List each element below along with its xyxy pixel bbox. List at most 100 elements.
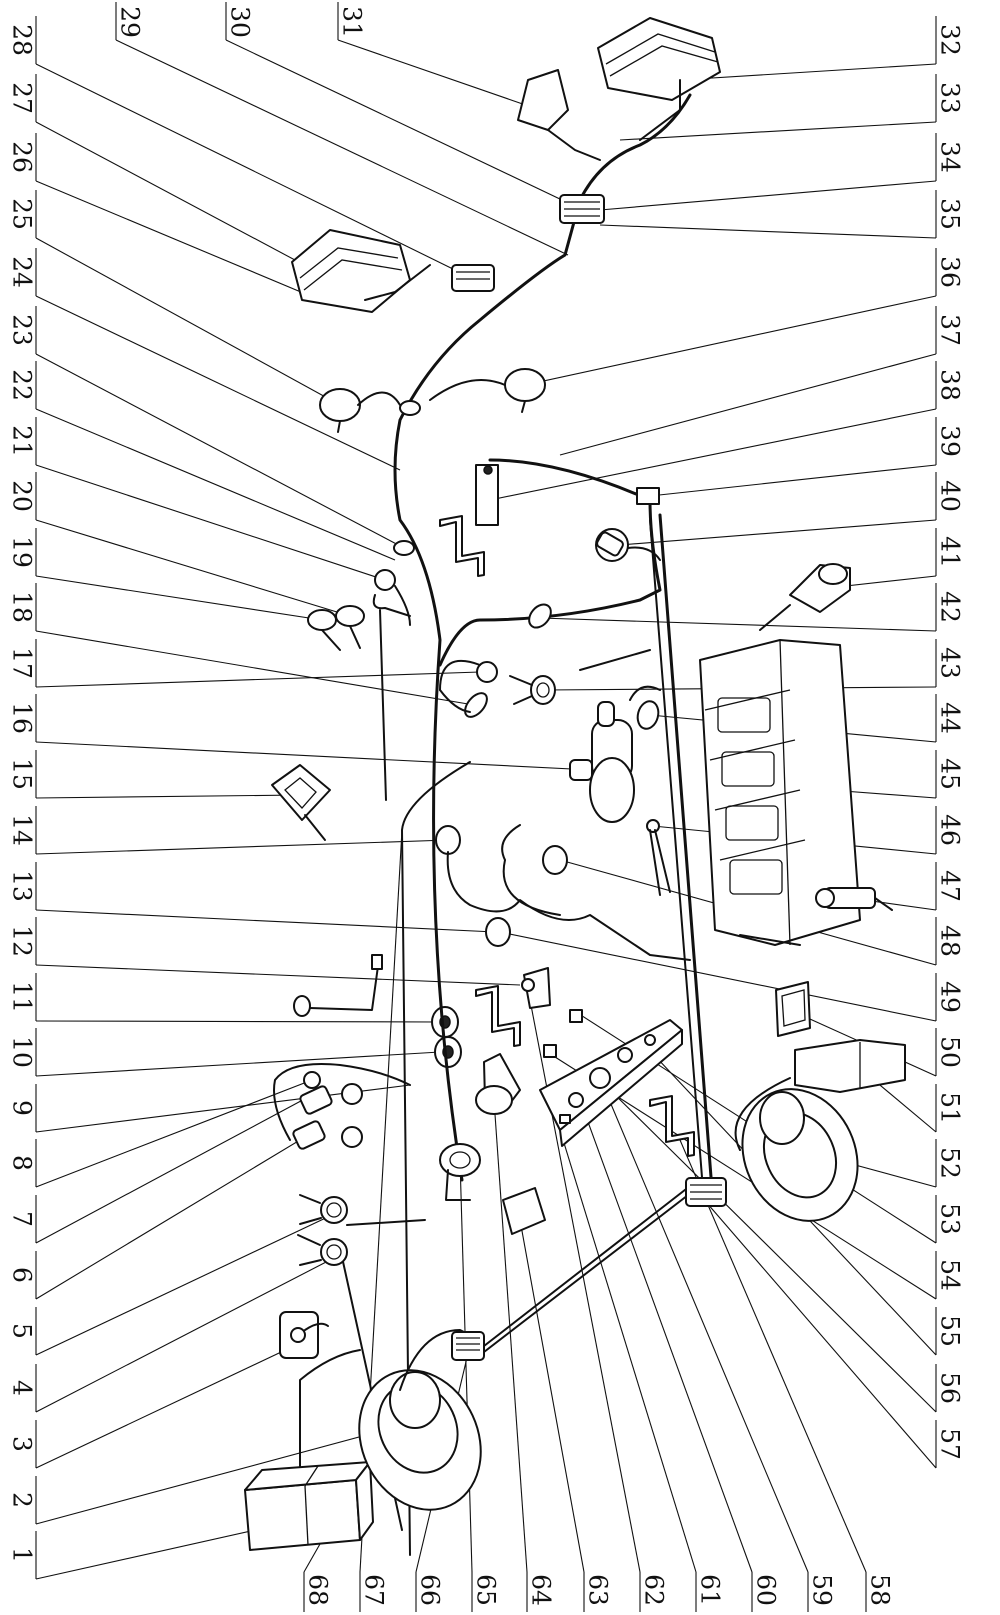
bulb-44 [629,685,661,730]
grommet-10 [434,1036,462,1068]
callout-label-31: 31 [338,6,367,38]
callout-label-45: 45 [936,758,965,790]
callout-label-66: 66 [416,1574,445,1606]
connector-66 [451,1331,485,1361]
callout-label-42: 42 [936,591,965,623]
callout-label-56: 56 [936,1372,965,1404]
fitting-65 [439,1143,481,1201]
lamp-36 [429,368,546,413]
leader-line-23 [35,353,405,549]
leader-line-29 [115,39,569,256]
clip-23 [393,540,415,556]
small-module-31 [517,69,601,161]
bulb-49 [485,917,511,947]
callout-label-25: 25 [8,198,37,230]
harness-lower-loop [438,458,662,667]
callout-label-7: 7 [8,1211,37,1227]
callout-label-64: 64 [527,1574,556,1606]
leader-line-25 [35,237,341,406]
blinker-41 [759,563,851,631]
bulb-17 [439,660,498,691]
leader-line-63 [519,1219,585,1573]
callout-label-24: 24 [8,256,37,288]
harness-main-loop [393,93,692,1182]
knob-64 [475,1053,521,1115]
small-switch-3 [279,1311,329,1359]
motor-16 [569,701,635,823]
wire-51 [734,1077,791,1151]
leader-line-11 [35,1020,441,1023]
harness-drawing [244,17,906,1556]
callout-label-43: 43 [936,647,965,679]
leader-line-4 [35,1259,331,1413]
leader-line-3 [35,1344,297,1469]
callout-label-37: 37 [936,314,965,346]
leader-line-17 [35,671,481,688]
callout-label-52: 52 [936,1147,965,1179]
callout-label-16: 16 [8,702,37,734]
leader-line-12 [35,964,521,986]
callout-label-35: 35 [936,198,965,230]
right-vertical-rail [658,513,714,1192]
relay-box-1 [244,1461,374,1551]
callout-label-53: 53 [936,1203,965,1235]
callout-label-17: 17 [8,647,37,679]
wire-66-to-57 [483,1185,691,1347]
callout-label-27: 27 [8,82,37,114]
callout-label-61: 61 [696,1574,725,1606]
callout-label-2: 2 [8,1492,37,1508]
callout-label-34: 34 [936,141,965,173]
wire-66-to-57b [483,1191,693,1353]
callout-label-1: 1 [8,1547,37,1563]
ring-terminal-6 [299,1194,348,1225]
bulb-48 [542,845,568,875]
leader-line-38 [489,408,937,501]
callout-label-11: 11 [8,981,37,1013]
callout-label-65: 65 [472,1574,501,1606]
leader-line-49 [499,931,937,1022]
callout-label-67: 67 [360,1574,389,1606]
callout-label-39: 39 [936,425,965,457]
callout-label-19: 19 [8,536,37,568]
callout-label-38: 38 [936,369,965,401]
callout-labels: 1234567891011121314151617181920212223242… [8,6,965,1606]
callout-label-51: 51 [936,1092,965,1124]
head-lamp-32 [597,17,721,141]
leader-line-21 [35,464,386,581]
leader-line-36 [524,295,937,386]
ignition-switch-40 [595,528,661,562]
callout-label-29: 29 [116,6,145,38]
leader-line-33 [619,121,937,141]
leader-line-60 [579,1099,753,1573]
callout-label-59: 59 [808,1574,837,1606]
square-lamp-15 [271,764,331,841]
leader-line-20 [35,519,351,617]
callout-label-41: 41 [936,536,965,568]
callout-label-8: 8 [8,1155,37,1171]
leader-line-18 [35,630,475,706]
leader-line-42 [539,617,937,632]
tail-lamp-26 [291,229,431,313]
leader-line-57 [699,1194,937,1469]
horn-speaker-52 [741,1088,859,1222]
leader-line-13 [35,909,496,933]
z-bracket-mid [475,985,521,1047]
sensor-14 [435,825,461,855]
bulb-18 [439,689,488,718]
callout-label-58: 58 [866,1574,895,1606]
bulb-42 [528,603,552,629]
leader-line-7 [35,1094,313,1244]
ring-terminal-5 [297,1234,348,1266]
callout-label-62: 62 [640,1574,669,1606]
callout-label-14: 14 [8,814,37,846]
leader-line-37 [559,353,937,456]
callout-label-40: 40 [936,480,965,512]
callout-label-28: 28 [8,24,37,56]
block-38 [475,464,499,526]
leader-line-26 [35,180,321,301]
rail-edge [649,519,704,1191]
leader-line-34 [599,180,937,211]
leader-lines [35,2,937,1612]
callout-label-20: 20 [8,480,37,512]
